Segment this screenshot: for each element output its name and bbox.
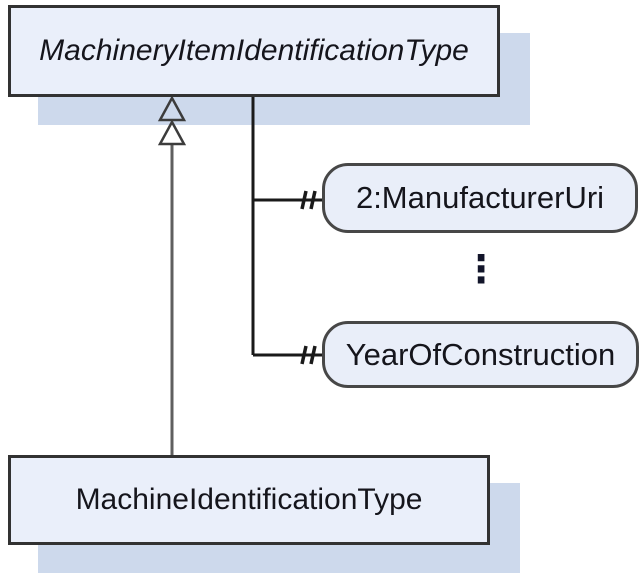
element-label: 2:ManufacturerUri [355, 180, 605, 215]
hash-tick-icon [300, 190, 308, 210]
generalization-arrow-icon [157, 119, 187, 146]
class-box-machinery-item-identification-type: MachineryItemIdentificationType [8, 5, 500, 97]
element-box-year-of-construction: YearOfConstruction [322, 321, 639, 388]
hash-tick-icon [309, 345, 317, 365]
more-elements-ellipsis: ⋮ [462, 247, 500, 291]
hash-tick-icon [300, 345, 308, 365]
class-label: MachineIdentificationType [75, 483, 423, 516]
class-box-machine-identification-type: MachineIdentificationType [8, 455, 490, 545]
element-box-manufacturer-uri: 2:ManufacturerUri [322, 163, 638, 233]
class-label: MachineryItemIdentificationType [39, 34, 469, 67]
element-label: YearOfConstruction [345, 336, 616, 372]
hash-tick-icon [309, 190, 317, 210]
